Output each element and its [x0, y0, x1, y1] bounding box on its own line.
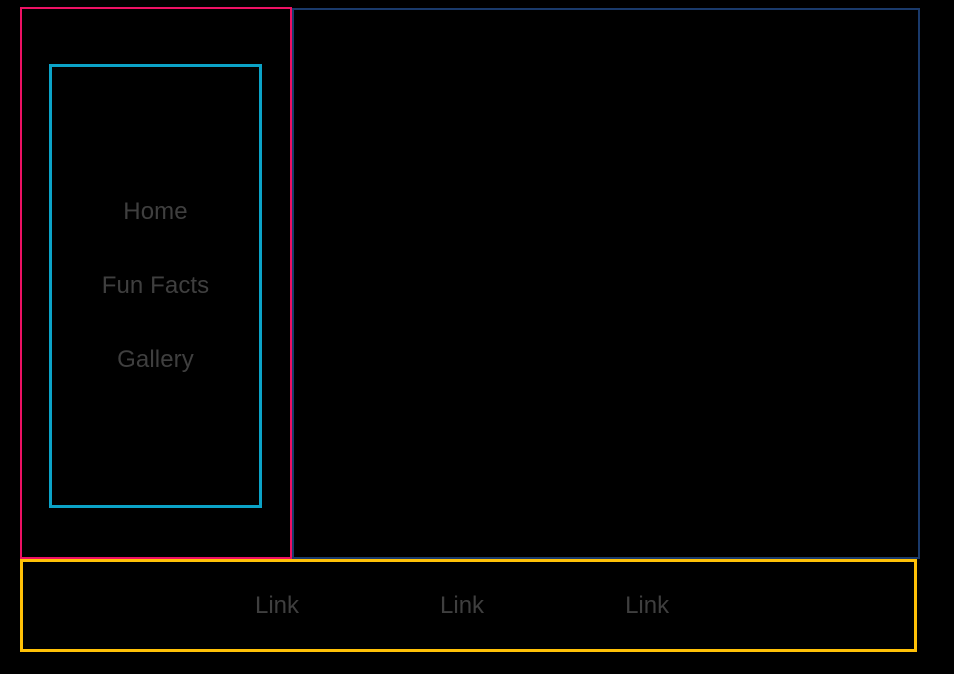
sidebar: Home Fun Facts Gallery — [20, 7, 292, 559]
sidebar-item-fun-facts[interactable]: Fun Facts — [101, 272, 210, 299]
footer: Link Link Link — [20, 559, 917, 652]
main-content-area — [292, 8, 920, 559]
footer-link-2[interactable]: Link — [440, 591, 485, 619]
sidebar-nav-list: Home Fun Facts Gallery — [49, 64, 262, 508]
footer-link-1[interactable]: Link — [255, 591, 300, 619]
footer-link-3[interactable]: Link — [625, 591, 670, 619]
footer-link-row: Link Link Link — [23, 562, 914, 649]
sidebar-item-home[interactable]: Home — [123, 198, 188, 225]
sidebar-item-gallery[interactable]: Gallery — [117, 346, 194, 373]
